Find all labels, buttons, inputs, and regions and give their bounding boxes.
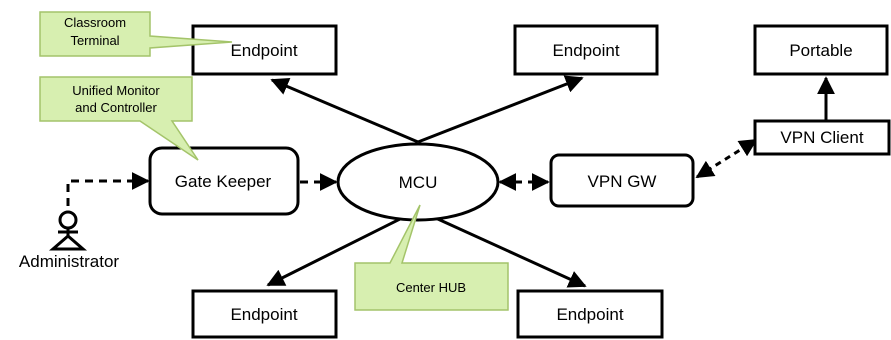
mcu-to-endpoint-bottom-right-arrow <box>417 208 587 288</box>
administrator-icon <box>48 210 88 251</box>
endpoint-top-left-label: Endpoint <box>230 41 297 60</box>
callout-classroom-terminal-line1: Classroom <box>64 15 126 30</box>
callout-center-hub: Center HUB <box>354 204 509 311</box>
portable-box: Portable <box>753 24 889 76</box>
mcu-to-endpoint-bottom-left-arrow <box>266 208 419 287</box>
gate-keeper-box: Gate Keeper <box>148 146 300 216</box>
endpoint-bottom-left: Endpoint <box>191 289 338 339</box>
callout-unified-monitor-line2: and Controller <box>75 100 157 115</box>
administrator-label: Administrator <box>19 252 119 271</box>
mcu-label: MCU <box>399 173 438 192</box>
callout-classroom-terminal: Classroom Terminal <box>39 11 233 57</box>
vpn-client-box: VPN Client <box>753 119 891 156</box>
mcu-node: MCU <box>336 142 500 222</box>
vpn-client-label: VPN Client <box>780 128 863 147</box>
endpoint-top-left: Endpoint <box>191 24 338 76</box>
connectors <box>66 75 835 288</box>
callout-center-hub-label: Center HUB <box>396 280 466 295</box>
endpoint-bottom-right-label: Endpoint <box>556 305 623 324</box>
callout-classroom-terminal-line2: Terminal <box>70 33 119 48</box>
mcu-to-endpoint-top-left-arrow <box>270 78 419 144</box>
administrator-to-gatekeeper-arrow <box>66 172 150 206</box>
vpn-gw-label: VPN GW <box>588 172 657 191</box>
portable-label: Portable <box>789 41 852 60</box>
mcu-to-endpoint-top-right-arrow <box>417 75 584 144</box>
callout-unified-monitor: Unified Monitor and Controller <box>39 76 199 161</box>
gate-keeper-label: Gate Keeper <box>175 172 272 191</box>
vpn-gw-box: VPN GW <box>549 153 695 208</box>
endpoint-bottom-left-label: Endpoint <box>230 305 297 324</box>
callout-unified-monitor-line1: Unified Monitor <box>72 83 160 98</box>
administrator-actor: Administrator <box>19 210 119 271</box>
endpoint-top-right-label: Endpoint <box>552 41 619 60</box>
endpoint-bottom-right: Endpoint <box>516 289 664 339</box>
vpngw-vpnclient-double-arrow <box>695 138 758 179</box>
endpoint-top-right: Endpoint <box>513 24 659 76</box>
